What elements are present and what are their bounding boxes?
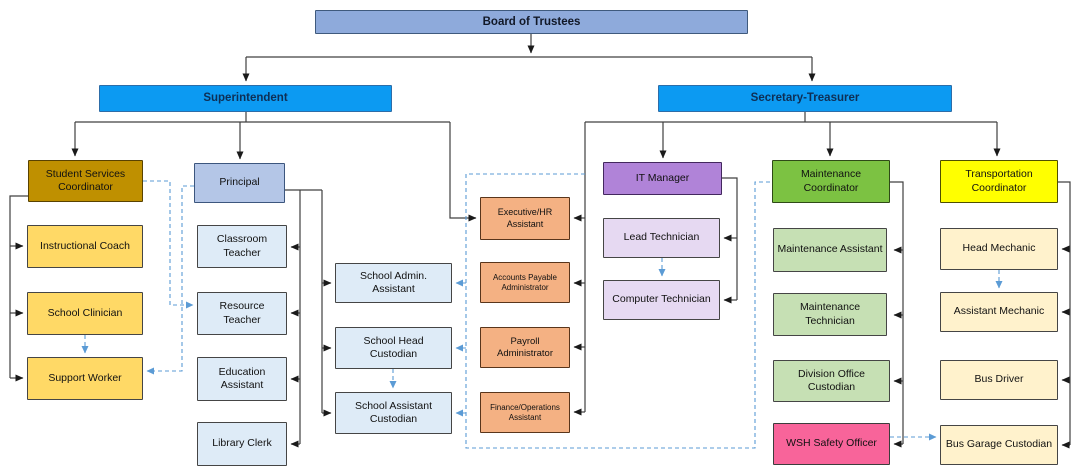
org-node-label: School Clinician xyxy=(47,306,123,319)
org-node-superintendent: Superintendent xyxy=(99,85,392,112)
org-node-label: Superintendent xyxy=(203,92,288,105)
org-node-label: Board of Trustees xyxy=(482,15,581,28)
org-node-accounts_payable_administrator: Accounts Payable Administrator xyxy=(480,262,570,303)
org-node-label: Maintenance Technician xyxy=(799,301,861,327)
org-node-lead_technician: Lead Technician xyxy=(603,218,720,258)
dashed-connector xyxy=(143,180,194,309)
org-node-education_assistant: Education Assistant xyxy=(197,357,287,401)
org-node-support_worker: Support Worker xyxy=(27,357,143,400)
org-node-label: Classroom Teacher xyxy=(216,233,268,259)
org-node-maintenance_coordinator: Maintenance Coordinator xyxy=(772,160,890,203)
solid-connector xyxy=(9,195,28,378)
dashed-connector xyxy=(465,173,770,449)
org-node-label: Resource Teacher xyxy=(219,300,265,326)
org-node-school_head_custodian: School Head Custodian xyxy=(335,327,452,369)
org-node-transportation_coordinator: Transportation Coordinator xyxy=(940,160,1058,203)
org-node-bus_garage_custodian: Bus Garage Custodian xyxy=(940,425,1058,465)
org-node-student_services_coordinator: Student Services Coordinator xyxy=(28,160,143,202)
org-node-secretary_treasurer: Secretary-Treasurer xyxy=(658,85,952,112)
org-node-label: Bus Garage Custodian xyxy=(945,438,1053,451)
solid-connector xyxy=(1058,181,1071,445)
org-node-label: Secretary-Treasurer xyxy=(750,92,860,105)
org-node-label: Payroll Administrator xyxy=(497,335,553,359)
org-node-label: Head Mechanic xyxy=(962,242,1036,255)
org-node-label: Student Services Coordinator xyxy=(45,167,126,193)
org-node-board_of_trustees: Board of Trustees xyxy=(315,10,748,34)
solid-connector xyxy=(722,177,738,300)
org-node-instructional_coach: Instructional Coach xyxy=(27,225,143,268)
solid-connector xyxy=(890,181,904,444)
org-node-label: Accounts Payable Administrator xyxy=(492,272,558,292)
org-node-label: Library Clerk xyxy=(212,437,272,450)
org-node-label: School Admin. Assistant xyxy=(359,269,428,295)
org-node-label: School Assistant Custodian xyxy=(354,399,433,425)
org-node-label: Transportation Coordinator xyxy=(965,168,1033,194)
org-node-label: Education Assistant xyxy=(218,365,266,391)
org-node-wsh_safety_officer: WSH Safety Officer xyxy=(773,423,890,465)
org-node-label: Computer Technician xyxy=(612,293,711,306)
org-node-principal: Principal xyxy=(194,163,285,203)
solid-connector xyxy=(449,122,477,222)
org-node-computer_technician: Computer Technician xyxy=(603,280,720,320)
org-node-label: Lead Technician xyxy=(623,231,700,244)
org-node-resource_teacher: Resource Teacher xyxy=(197,292,287,335)
org-node-label: Division Office Custodian xyxy=(798,367,865,393)
org-node-label: Bus Driver xyxy=(974,373,1024,386)
org-node-bus_driver: Bus Driver xyxy=(940,360,1058,400)
org-node-school_clinician: School Clinician xyxy=(27,292,143,335)
org-node-label: Maintenance Coordinator xyxy=(800,168,862,194)
org-node-maintenance_technician: Maintenance Technician xyxy=(773,293,887,336)
org-node-assistant_mechanic: Assistant Mechanic xyxy=(940,292,1058,332)
org-node-finance_operations_assistant: Finance/Operations Assistant xyxy=(480,392,570,433)
org-node-label: Principal xyxy=(219,176,260,189)
org-node-label: Finance/Operations Assistant xyxy=(490,402,560,422)
org-node-school_admin_assistant: School Admin. Assistant xyxy=(335,263,452,303)
org-node-label: IT Manager xyxy=(635,171,690,184)
org-node-label: WSH Safety Officer xyxy=(786,437,877,450)
org-node-division_office_custodian: Division Office Custodian xyxy=(773,360,890,402)
org-node-it_manager: IT Manager xyxy=(603,162,722,195)
org-node-library_clerk: Library Clerk xyxy=(197,422,287,466)
org-node-label: Support Worker xyxy=(48,371,122,384)
org-node-label: School Head Custodian xyxy=(363,334,424,360)
org-node-label: Instructional Coach xyxy=(40,239,130,252)
org-node-label: Maintenance Assistant xyxy=(777,243,883,256)
org-node-executive_hr_assistant: Executive/HR Assistant xyxy=(480,197,570,240)
org-node-label: Executive/HR Assistant xyxy=(497,207,553,229)
org-node-label: Assistant Mechanic xyxy=(953,305,1045,318)
org-node-school_assistant_custodian: School Assistant Custodian xyxy=(335,392,452,434)
org-node-payroll_administrator: Payroll Administrator xyxy=(480,327,570,368)
org-node-maintenance_assistant: Maintenance Assistant xyxy=(773,228,887,272)
org-node-head_mechanic: Head Mechanic xyxy=(940,228,1058,270)
org-node-classroom_teacher: Classroom Teacher xyxy=(197,225,287,268)
